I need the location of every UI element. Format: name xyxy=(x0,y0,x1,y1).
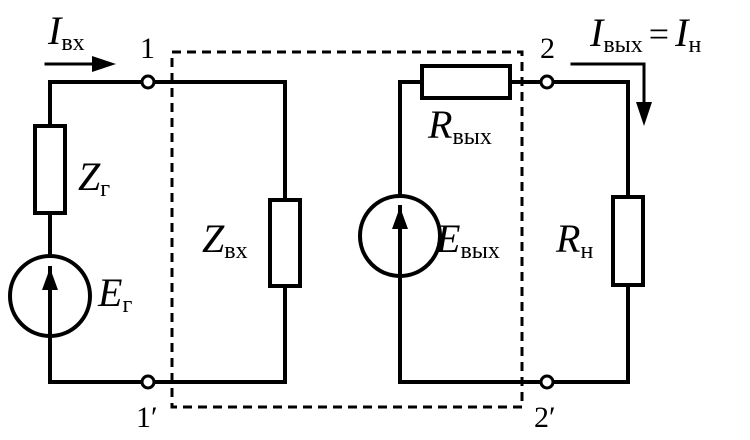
terminal-2 xyxy=(539,74,555,90)
terminal-2-label: 2 xyxy=(540,32,555,65)
output-current-label: Iвых=Iн xyxy=(589,10,701,58)
output-emf-source xyxy=(358,194,442,278)
output-source-branch xyxy=(358,64,543,384)
terminal-2-prime-label: 2′ xyxy=(534,401,556,434)
generator-impedance-resistor xyxy=(33,124,67,215)
terminal-2-prime xyxy=(539,374,555,390)
output-emf-arrow-icon xyxy=(392,207,408,229)
load-resistor xyxy=(611,195,645,287)
output-emf-label: Eвых xyxy=(435,216,500,264)
load-resistance-label: Rн xyxy=(555,216,593,264)
source-circuit xyxy=(8,80,144,384)
output-resistance-label: Rвых xyxy=(427,102,492,150)
generator-impedance-label: Zг xyxy=(78,154,110,202)
load-circuit xyxy=(551,80,645,384)
output-resistance-resistor xyxy=(420,64,512,100)
terminal-1-prime-label: 1′ xyxy=(136,401,158,434)
generator-emf-arrow-icon xyxy=(42,268,58,290)
input-impedance-resistor xyxy=(268,198,302,288)
input-current-arrow-icon xyxy=(44,56,116,72)
generator-emf-source xyxy=(8,254,92,338)
generator-emf-label: Eг xyxy=(97,270,132,318)
terminal-1 xyxy=(140,74,156,90)
input-current-label: Iвх xyxy=(47,8,85,56)
input-impedance-label: Zвх xyxy=(202,216,248,264)
output-current-arrow-icon xyxy=(570,62,652,126)
terminal-1-prime xyxy=(140,374,156,390)
terminal-1-label: 1 xyxy=(140,32,155,65)
input-impedance-branch xyxy=(152,80,302,384)
two-port-boundary xyxy=(170,50,524,409)
